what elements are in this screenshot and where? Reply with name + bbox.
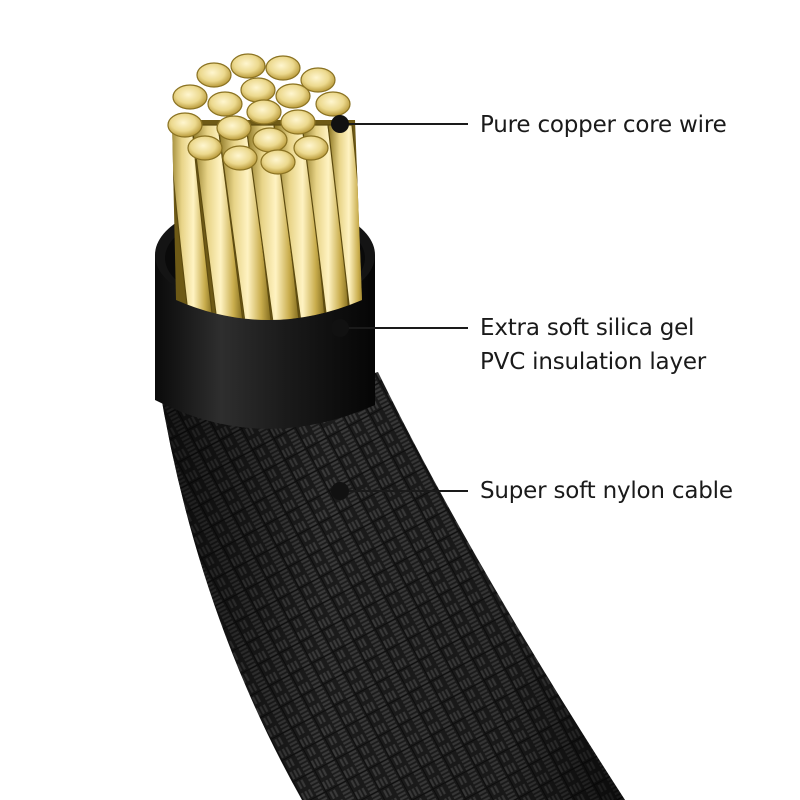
- nylon-braid-jacket: [158, 372, 625, 800]
- callout-text: PVC insulation layer: [480, 349, 707, 375]
- callout-label-nylon-jacket: Super soft nylon cable: [480, 474, 733, 508]
- callout-label-copper-core: Pure copper core wire: [480, 108, 727, 142]
- callout-label-insulation: Extra soft silica gel PVC insulation lay…: [480, 311, 706, 379]
- insulation-callout-leader: [331, 319, 468, 337]
- callout-text: Super soft nylon cable: [480, 478, 733, 504]
- copper-strand-ends: [167, 53, 351, 175]
- callout-text: Pure copper core wire: [480, 112, 727, 138]
- copper-core-strands: [172, 120, 362, 320]
- callout-text: Extra soft silica gel: [480, 315, 695, 341]
- copper-callout-leader: [331, 115, 468, 133]
- callout-leaders: [331, 115, 468, 500]
- nylon-callout-leader: [331, 482, 468, 500]
